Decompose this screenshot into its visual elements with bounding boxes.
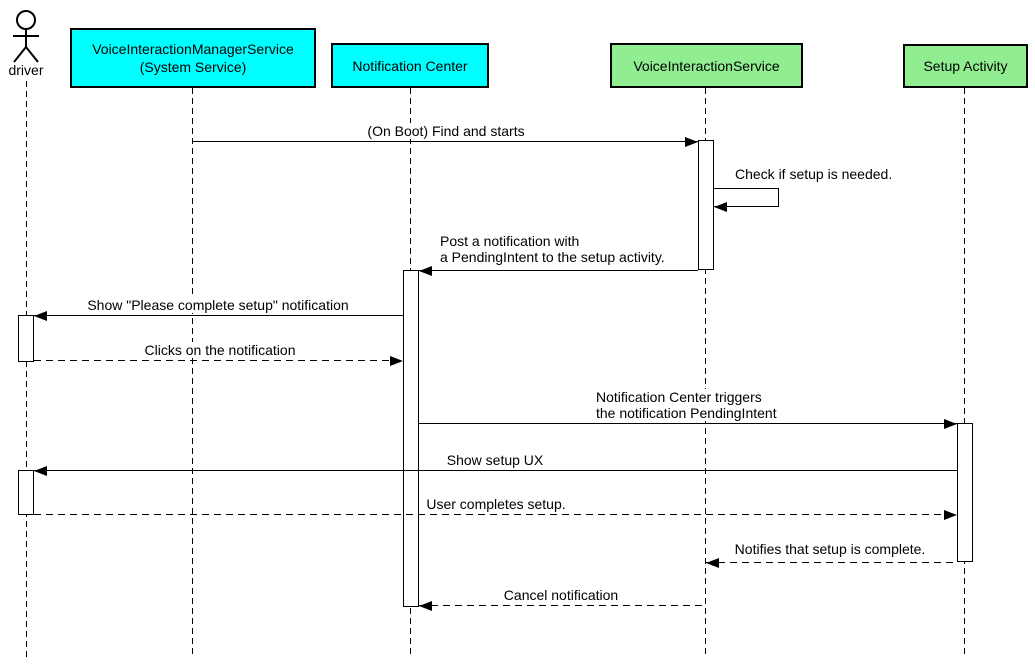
participant-box-notification-center: Notification Center bbox=[331, 43, 489, 88]
message-6-label: Notification Center triggers the notific… bbox=[594, 389, 779, 421]
activation-bar-notification-center bbox=[403, 270, 419, 607]
message-6-label-line1: Notification Center triggers bbox=[596, 389, 762, 405]
message-8-label: User completes setup. bbox=[424, 496, 568, 512]
message-4-line bbox=[34, 315, 403, 316]
message-2-arrowhead bbox=[714, 202, 727, 212]
message-3-line bbox=[419, 270, 698, 271]
participant-label: Setup Activity bbox=[923, 58, 1008, 74]
message-3-label-line2: a PendingIntent to the setup activity. bbox=[440, 249, 665, 265]
message-2-label: Check if setup is needed. bbox=[733, 166, 895, 182]
message-6-arrowhead bbox=[944, 419, 957, 429]
message-9-line bbox=[706, 562, 957, 563]
message-1-arrowhead bbox=[685, 137, 698, 147]
message-2-self-loop bbox=[714, 188, 779, 207]
message-7-line bbox=[34, 470, 957, 471]
message-8-arrowhead bbox=[944, 510, 957, 520]
message-5-line bbox=[34, 360, 403, 361]
message-10-label: Cancel notification bbox=[501, 587, 621, 603]
message-9-arrowhead bbox=[706, 558, 719, 568]
message-4-label: Show "Please complete setup" notificatio… bbox=[85, 297, 351, 313]
lifeline-voiceinteractionservice bbox=[705, 88, 706, 658]
message-6-label-line2: the notification PendingIntent bbox=[596, 405, 777, 421]
actor-stick-figure-icon bbox=[13, 10, 39, 63]
activation-bar-driver-1 bbox=[18, 315, 34, 362]
message-1-line bbox=[193, 141, 698, 142]
message-7-arrowhead bbox=[34, 466, 47, 476]
message-3-label-line1: Post a notification with bbox=[440, 233, 580, 249]
message-3-label: Post a notification with a PendingIntent… bbox=[438, 233, 667, 265]
message-1-label: (On Boot) Find and starts bbox=[365, 123, 527, 139]
message-10-arrowhead bbox=[419, 601, 432, 611]
message-3-arrowhead bbox=[419, 266, 432, 276]
activation-bar-voiceinteractionservice bbox=[698, 140, 714, 270]
participant-label-line1: VoiceInteractionManagerService bbox=[92, 41, 294, 57]
participant-label: VoiceInteractionService bbox=[633, 57, 780, 74]
participant-box-setup-activity: Setup Activity bbox=[903, 44, 1028, 88]
participant-label: Notification Center bbox=[352, 57, 468, 74]
message-6-line bbox=[419, 423, 957, 424]
actor-label-driver: driver bbox=[8, 62, 44, 78]
message-4-arrowhead bbox=[34, 311, 47, 321]
participant-label-line2: (System Service) bbox=[139, 59, 247, 75]
message-8-line bbox=[34, 514, 957, 515]
participant-box-voiceinteractionmanagerservice: VoiceInteractionManagerService (System S… bbox=[70, 28, 316, 88]
activation-bar-driver-2 bbox=[18, 470, 34, 515]
message-7-label: Show setup UX bbox=[444, 452, 546, 468]
message-9-label: Notifies that setup is complete. bbox=[732, 541, 928, 557]
lifeline-setup-activity bbox=[964, 88, 965, 658]
message-5-arrowhead bbox=[390, 356, 403, 366]
activation-bar-setup-activity bbox=[957, 423, 973, 562]
message-5-label: Clicks on the notification bbox=[142, 342, 298, 358]
lifeline-driver bbox=[26, 81, 27, 658]
message-10-line bbox=[419, 605, 706, 606]
participant-box-voiceinteractionservice: VoiceInteractionService bbox=[610, 43, 803, 88]
lifeline-voiceinteractionmanagerservice bbox=[192, 88, 193, 658]
